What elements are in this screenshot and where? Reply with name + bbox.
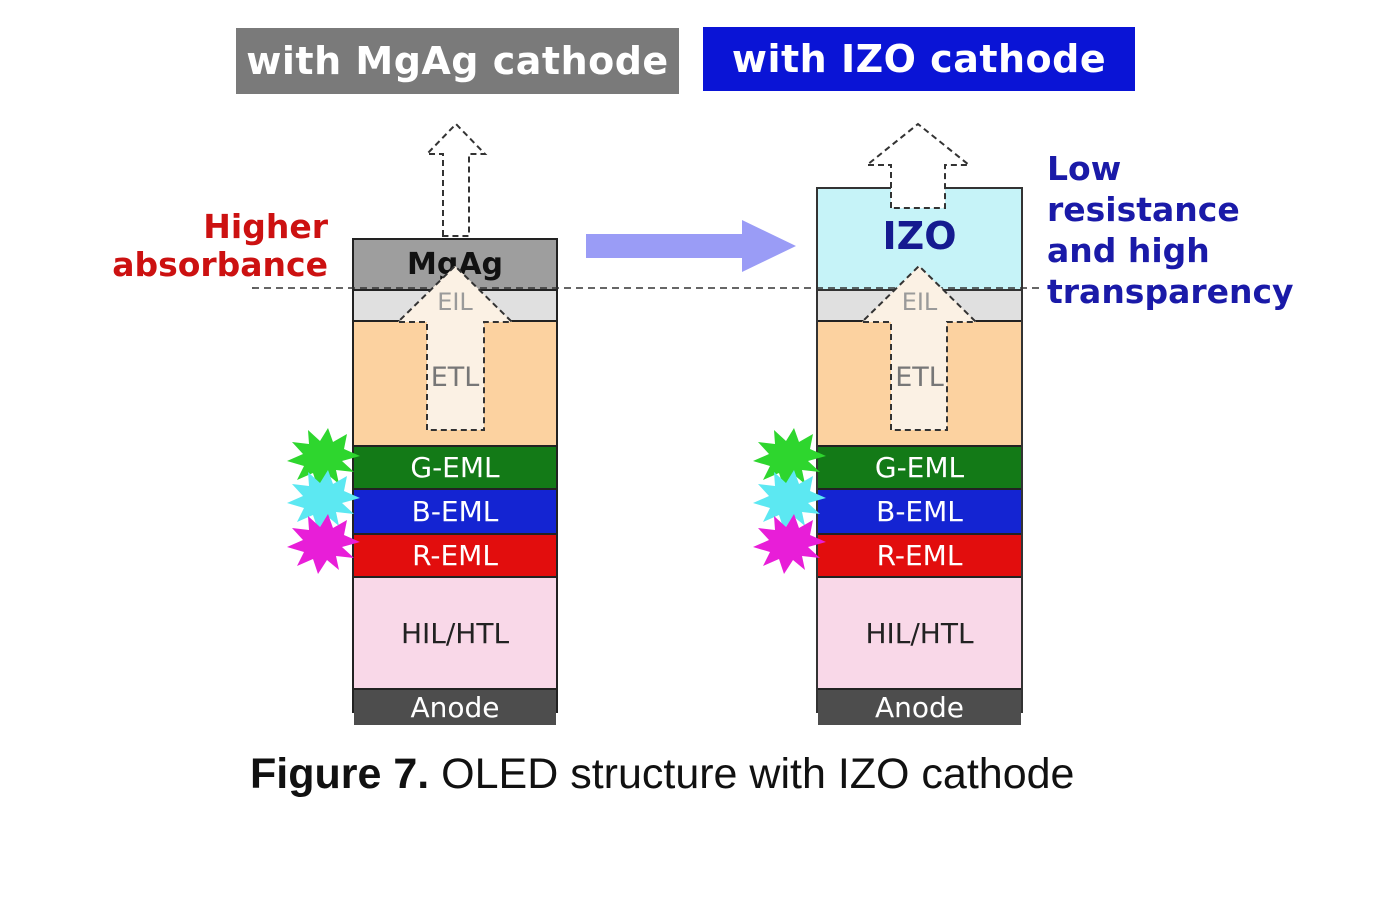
note-line: resistance: [1047, 190, 1240, 229]
cyan-emission-burst-icon: [287, 470, 360, 530]
note-line: Low: [1047, 149, 1122, 188]
layer-anode: Anode: [818, 690, 1021, 725]
izo-oled-stack: IZO EIL ETL G-EML B-EML R-EML HIL/HTL An…: [816, 187, 1023, 725]
right-etl-label-overlay: ETL: [816, 362, 1023, 393]
layer-hil-htl: HIL/HTL: [818, 578, 1021, 690]
higher-absorbance-note: Higher absorbance: [100, 208, 328, 284]
layer-label: B-EML: [876, 495, 963, 528]
layer-g-eml: G-EML: [354, 447, 556, 490]
magenta-emission-burst-icon: [287, 514, 360, 574]
layer-r-eml: R-EML: [818, 535, 1021, 578]
layer-mgag-cathode: MgAg: [354, 240, 556, 291]
left-etl-label-overlay: ETL: [352, 362, 558, 393]
layer-b-eml: B-EML: [818, 490, 1021, 535]
right-izo-label-overlay: IZO: [816, 214, 1023, 258]
header-izo-cathode: with IZO cathode: [703, 27, 1135, 91]
layer-label: B-EML: [411, 495, 499, 528]
layer-label: ETL: [430, 362, 480, 393]
note-line: absorbance: [112, 245, 328, 284]
note-line: and high: [1047, 231, 1210, 270]
layer-label: G-EML: [410, 451, 500, 484]
layer-hil-htl: HIL/HTL: [354, 578, 556, 690]
transition-arrow-icon: [586, 220, 796, 272]
caption-figure-number: Figure 7.: [250, 750, 430, 798]
layer-label: R-EML: [412, 539, 498, 572]
layer-label: G-EML: [874, 451, 965, 484]
layer-label: MgAg: [406, 247, 504, 282]
header-mgag-cathode: with MgAg cathode: [236, 28, 679, 94]
layer-label: R-EML: [876, 539, 963, 572]
layer-label: HIL/HTL: [400, 616, 510, 650]
layer-b-eml: B-EML: [354, 490, 556, 535]
layer-r-eml: R-EML: [354, 535, 556, 578]
layer-label: HIL/HTL: [865, 616, 974, 650]
low-resistance-note: Low resistance and high transparency: [1047, 148, 1294, 312]
layer-anode: Anode: [354, 690, 556, 725]
layer-g-eml: G-EML: [818, 447, 1021, 490]
layer-label: EIL: [437, 288, 473, 316]
green-emission-burst-icon: [287, 428, 360, 488]
layer-label: Anode: [410, 691, 500, 724]
header-izo-label: with IZO cathode: [731, 37, 1107, 81]
layer-label: EIL: [901, 288, 938, 316]
note-line: transparency: [1047, 272, 1294, 311]
caption-text: OLED structure with IZO cathode: [429, 750, 1075, 798]
note-line: Higher: [203, 207, 328, 246]
left-emission-arrow-icon: [424, 122, 488, 237]
header-mgag-label: with MgAg cathode: [246, 39, 669, 83]
right-eil-label-overlay: EIL: [816, 288, 1023, 316]
layer-label: Anode: [874, 691, 965, 724]
figure-caption: Figure 7. OLED structure with IZO cathod…: [250, 750, 1074, 799]
layer-label: ETL: [895, 362, 944, 393]
layer-label: IZO: [882, 214, 957, 258]
left-eil-label-overlay: EIL: [352, 288, 558, 316]
